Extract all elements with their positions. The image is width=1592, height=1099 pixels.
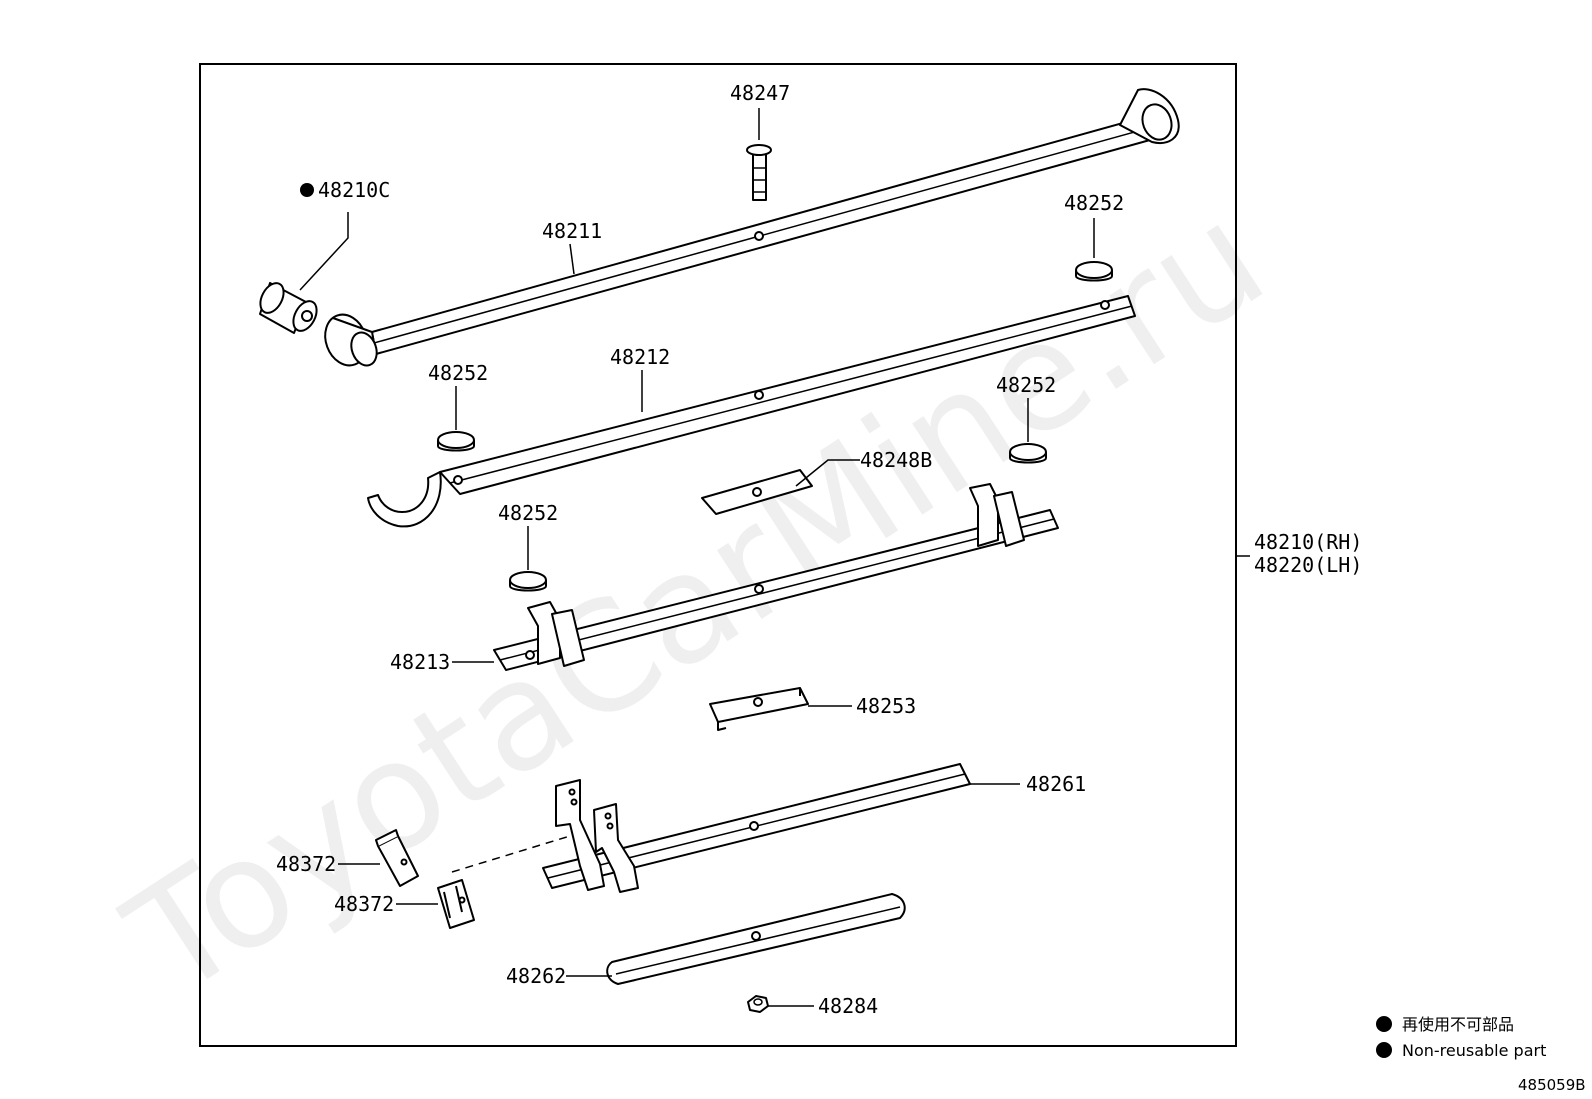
helper-leaf-48261[interactable] — [542, 763, 971, 893]
pad-48252-top[interactable] — [1075, 261, 1113, 282]
legend-english: Non-reusable part — [1402, 1041, 1546, 1060]
legend-marker-icon — [1376, 1042, 1392, 1058]
lower-leaf-48262[interactable] — [606, 893, 906, 985]
assembly-guide-line — [451, 835, 571, 873]
plate-48248b[interactable] — [701, 469, 813, 515]
part-label-48372-a[interactable]: 48372 — [276, 852, 336, 876]
nut-48284[interactable] — [747, 995, 769, 1013]
clip-48372-a[interactable] — [375, 829, 419, 887]
pad-48252-mid[interactable] — [509, 571, 547, 592]
part-label-48213[interactable]: 48213 — [390, 650, 450, 674]
part-label-48211[interactable]: 48211 — [542, 219, 602, 243]
pad-48252-right[interactable] — [1009, 443, 1047, 464]
assembly-label-rh[interactable]: 48210(RH) — [1254, 530, 1362, 554]
part-label-48253[interactable]: 48253 — [856, 694, 916, 718]
legend-japanese: 再使用不可部品 — [1402, 1015, 1514, 1034]
part-label-48252-left[interactable]: 48252 — [428, 361, 488, 385]
diagram-frame — [199, 63, 1237, 1047]
third-leaf-48213[interactable] — [493, 483, 1059, 671]
part-label-48248b[interactable]: 48248B — [860, 448, 932, 472]
legend-marker-icon — [1376, 1016, 1392, 1032]
part-label-48261[interactable]: 48261 — [1026, 772, 1086, 796]
part-label-48284[interactable]: 48284 — [818, 994, 878, 1018]
second-leaf-48212[interactable] — [367, 295, 1136, 528]
bushing-48210c[interactable] — [256, 279, 322, 335]
part-label-48262[interactable]: 48262 — [506, 964, 566, 988]
spacer-48253[interactable] — [709, 687, 809, 731]
part-label-48210c[interactable]: 48210C — [318, 178, 390, 202]
part-label-48252-top[interactable]: 48252 — [1064, 191, 1124, 215]
part-label-48212[interactable]: 48212 — [610, 345, 670, 369]
clip-48372-b[interactable] — [437, 879, 475, 929]
bolt-48247[interactable] — [746, 144, 772, 201]
part-label-48252-right[interactable]: 48252 — [996, 373, 1056, 397]
part-label-48252-mid[interactable]: 48252 — [498, 501, 558, 525]
assembly-label-lh[interactable]: 48220(LH) — [1254, 553, 1362, 577]
diagram-id: 485059B — [1518, 1076, 1586, 1094]
part-label-48247[interactable]: 48247 — [730, 81, 790, 105]
pad-48252-left[interactable] — [437, 431, 475, 452]
non-reusable-marker-icon — [300, 183, 314, 197]
main-leaf-48211[interactable] — [318, 88, 1180, 371]
part-label-48372-b[interactable]: 48372 — [334, 892, 394, 916]
